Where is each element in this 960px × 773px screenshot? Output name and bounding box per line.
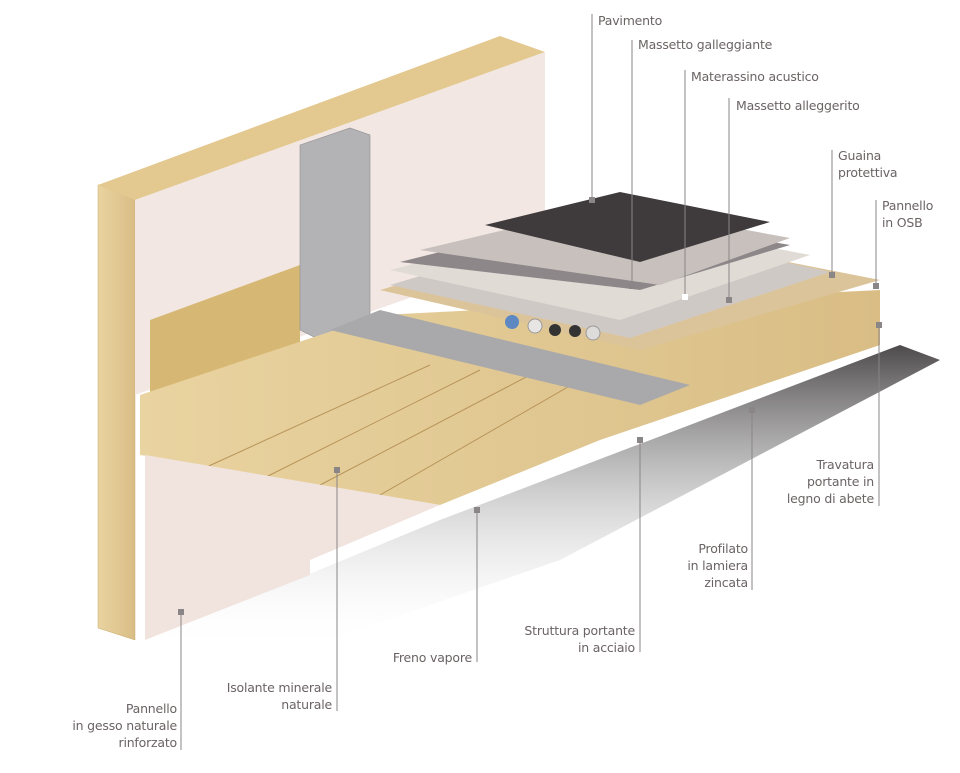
label-line: zincata [704, 575, 748, 590]
label-line: in gesso naturale [72, 718, 177, 733]
label-profilato: Profilato in lamiera zincata [687, 540, 748, 591]
label-line: Isolante minerale [226, 680, 332, 695]
label-line: in lamiera [687, 558, 748, 573]
label-line: Pannello [882, 198, 934, 213]
wall-top-timber [98, 36, 545, 200]
wall-timber-stud [97, 179, 136, 641]
label-line: legno di abete [786, 491, 874, 506]
ceiling-gypsum-board [145, 455, 440, 640]
label-line: Travatura [816, 457, 875, 472]
label-line: in OSB [882, 215, 923, 230]
cast-shadow [150, 345, 940, 650]
steel-plate [330, 310, 690, 405]
label-travatura: Travatura portante in legno di abete [787, 456, 874, 507]
label-line: Materassino acustico [691, 69, 819, 84]
label-struttura-acciaio: Struttura portante in acciaio [524, 622, 635, 656]
label-pannello-gesso: Pannello in gesso naturale rinforzato [72, 700, 177, 751]
label-freno-vapore: Freno vapore [393, 649, 472, 666]
pipes [505, 315, 601, 341]
label-pavimento: Pavimento [598, 12, 662, 29]
label-isolante: Isolante minerale naturale [227, 679, 332, 713]
label-line: protettiva [838, 165, 898, 180]
label-line: Freno vapore [392, 650, 472, 665]
label-line: Guaina [838, 148, 882, 163]
label-line: in acciaio [577, 640, 635, 655]
label-materassino-acustico: Materassino acustico [691, 68, 819, 85]
label-massetto-galleggiante: Massetto galleggiante [638, 36, 772, 53]
label-line: Struttura portante [524, 623, 635, 638]
label-line: portante in [807, 474, 874, 489]
wall-insulation [150, 265, 300, 395]
label-guaina-protettiva: Guaina protettiva [838, 147, 898, 181]
label-line: Massetto alleggerito [736, 98, 860, 113]
floor-covering [485, 192, 770, 262]
steel-column [299, 127, 371, 341]
label-line: Pavimento [598, 13, 663, 28]
leader-lines [180, 14, 880, 750]
label-line: naturale [281, 697, 332, 712]
label-line: rinforzato [118, 735, 178, 750]
label-line: Massetto galleggiante [638, 37, 773, 52]
timber-joists [140, 290, 880, 505]
label-line: Pannello [125, 701, 177, 716]
label-massetto-alleggerito: Massetto alleggerito [736, 97, 860, 114]
label-pannello-osb: Pannello in OSB [882, 197, 933, 231]
label-line: Profilato [698, 541, 748, 556]
